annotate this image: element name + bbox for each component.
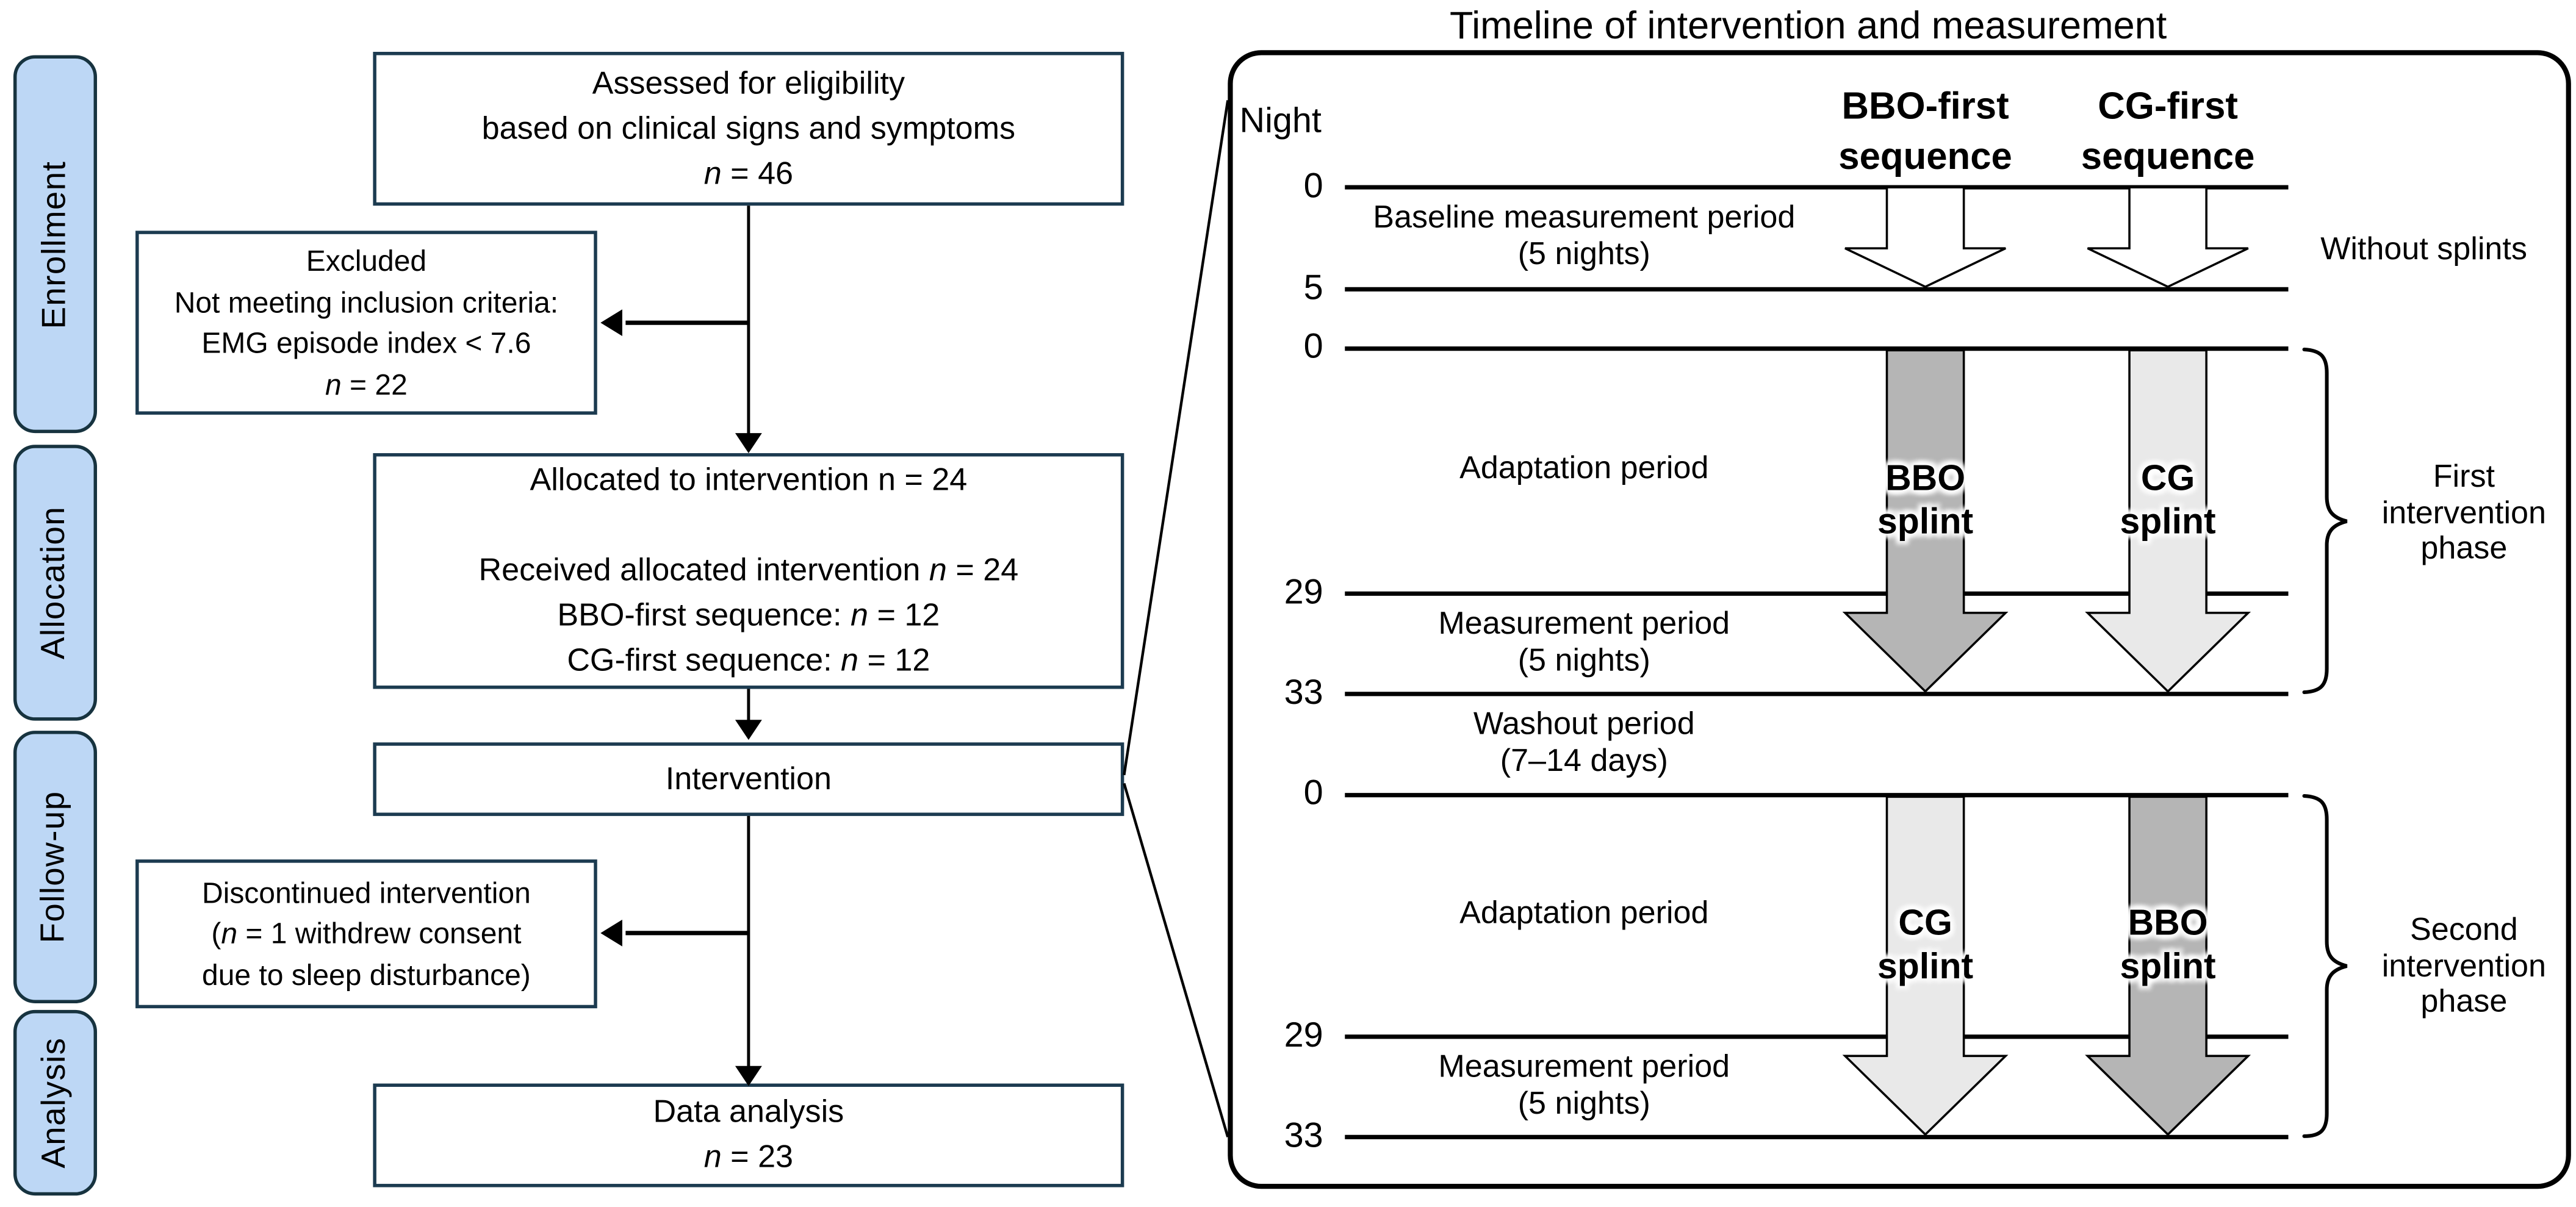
box-text-line: Excluded bbox=[306, 244, 427, 278]
night-tick: 33 bbox=[1284, 1117, 1323, 1156]
night-tick: 0 bbox=[1303, 167, 1323, 206]
box-text-line: EMG episode index < 7.6 bbox=[201, 326, 531, 360]
timeline-title: Timeline of intervention and measurement bbox=[1449, 3, 2167, 47]
annotation-line: intervention bbox=[2381, 948, 2547, 984]
flow-box-intervention: Intervention bbox=[373, 742, 1124, 816]
box-text-line: n = 46 bbox=[703, 156, 794, 192]
arrow-label-line: BBO bbox=[2128, 903, 2208, 944]
night-tick: 29 bbox=[1284, 573, 1323, 612]
box-text-line: CG-first sequence: n = 12 bbox=[567, 643, 930, 679]
period-label-line: Adaptation period bbox=[1459, 451, 1709, 487]
sidebar-tab-enrollment: Enrollment bbox=[13, 55, 98, 434]
arrow-label-bbo-splint-phase1: BBO splint bbox=[1808, 456, 2043, 543]
annotation-first-intervention-phase: First intervention phase bbox=[2330, 460, 2576, 568]
annotation-line: Second bbox=[2410, 912, 2518, 948]
flow-box-data-analysis: Data analysis n = 23 bbox=[373, 1083, 1124, 1187]
sidebar-tab-label: Analysis bbox=[35, 1037, 73, 1169]
column-header-line: BBO-first bbox=[1841, 85, 2009, 127]
period-label-line: (5 nights) bbox=[1517, 237, 1650, 273]
column-header-line: sequence bbox=[2081, 135, 2255, 177]
box-text-line: BBO-first sequence: n = 12 bbox=[557, 598, 940, 634]
flow-box-assessed: Assessed for eligibility based on clinica… bbox=[373, 51, 1124, 206]
arrow-label-line: splint bbox=[1877, 501, 1974, 542]
column-header-line: CG-first bbox=[2098, 85, 2238, 127]
sidebar-tab-follow-up: Follow-up bbox=[13, 731, 98, 1003]
callout-line-bottom bbox=[1123, 783, 1229, 1137]
timeline-panel bbox=[1228, 50, 2571, 1189]
arrowhead-left-excluded bbox=[600, 309, 622, 337]
box-text-line bbox=[376, 503, 1121, 548]
period-label-line: Adaptation period bbox=[1459, 896, 1709, 932]
period-label-line: (7–14 days) bbox=[1500, 744, 1668, 779]
night-tick: 5 bbox=[1303, 269, 1323, 308]
period-label-line: Baseline measurement period bbox=[1373, 200, 1796, 236]
period-label-measurement-1: Measurement period (5 nights) bbox=[1333, 607, 1835, 681]
arrow-label-line: splint bbox=[2120, 501, 2216, 542]
box-text-line: Assessed for eligibility bbox=[592, 66, 905, 101]
sidebar-tab-allocation: Allocation bbox=[13, 445, 98, 721]
arrow-label-line: splint bbox=[1877, 946, 1974, 987]
arrowhead-left-discontinued bbox=[600, 919, 622, 947]
arrow-label-line: CG bbox=[2140, 458, 2195, 498]
arrowhead-down-allocated bbox=[735, 433, 762, 453]
period-label-line: Measurement period bbox=[1438, 607, 1730, 642]
night-tick: 0 bbox=[1303, 774, 1323, 813]
box-text-line: based on clinical signs and symptoms bbox=[481, 111, 1016, 146]
night-axis-label: Night bbox=[1239, 102, 1322, 141]
sidebar-tab-label: Follow-up bbox=[35, 790, 73, 944]
column-header-cg-first: CG-first sequence bbox=[2026, 82, 2310, 182]
period-label-line: (5 nights) bbox=[1517, 1087, 1650, 1122]
night-tick: 33 bbox=[1284, 673, 1323, 712]
arrow-label-line: CG bbox=[1898, 903, 1952, 944]
box-text-line: n = 23 bbox=[703, 1140, 794, 1176]
period-label-line: Washout period bbox=[1473, 707, 1695, 743]
period-label-measurement-2: Measurement period (5 nights) bbox=[1333, 1050, 1835, 1124]
box-text-line: Received allocated intervention n = 24 bbox=[478, 553, 1019, 589]
arrow-label-line: splint bbox=[2120, 946, 2216, 987]
night-tick: 29 bbox=[1284, 1016, 1323, 1055]
night-tick: 0 bbox=[1303, 328, 1323, 367]
box-text-line: Not meeting inclusion criteria: bbox=[174, 285, 559, 319]
period-label-baseline: Baseline measurement period (5 nights) bbox=[1333, 201, 1835, 274]
box-text-line: Data analysis bbox=[653, 1095, 844, 1131]
flow-box-discontinued: Discontinued intervention (n = 1 withdrew… bbox=[135, 859, 597, 1009]
annotation-line: intervention bbox=[2381, 495, 2547, 531]
flow-box-allocated: Allocated to intervention n = 24 Receive… bbox=[373, 453, 1124, 689]
sidebar-tab-label: Allocation bbox=[35, 506, 73, 660]
period-label-adaptation-1: Adaptation period bbox=[1333, 451, 1835, 488]
annotation-second-intervention-phase: Second intervention phase bbox=[2330, 913, 2576, 1021]
box-text-line: Allocated to intervention n = 24 bbox=[530, 463, 968, 498]
sidebar-tab-label: Enrollment bbox=[35, 160, 73, 329]
period-label-line: Measurement period bbox=[1438, 1050, 1730, 1086]
box-text-line: n = 22 bbox=[325, 367, 408, 401]
column-header-bbo-first: BBO-first sequence bbox=[1783, 82, 2068, 182]
period-label-washout: Washout period (7–14 days) bbox=[1333, 707, 1835, 781]
arrow-label-cg-splint-phase2: CG splint bbox=[1808, 901, 2043, 989]
box-text-line: Intervention bbox=[665, 761, 832, 797]
arrow-label-cg-splint-phase1: CG splint bbox=[2051, 456, 2285, 543]
column-header-line: sequence bbox=[1838, 135, 2012, 177]
arrowhead-down-intervention bbox=[735, 720, 762, 740]
annotation-line: First bbox=[2433, 459, 2495, 495]
arrow-label-line: BBO bbox=[1885, 458, 1966, 498]
period-label-line: (5 nights) bbox=[1517, 643, 1650, 679]
box-text-line: due to sleep disturbance) bbox=[202, 958, 531, 992]
annotation-without-splints: Without splints bbox=[2320, 232, 2527, 268]
box-text-line: (n = 1 withdrew consent bbox=[211, 917, 522, 950]
annotation-line: phase bbox=[2420, 984, 2508, 1020]
sidebar-tab-analysis: Analysis bbox=[13, 1009, 98, 1196]
period-label-adaptation-2: Adaptation period bbox=[1333, 896, 1835, 933]
arrow-label-bbo-splint-phase2: BBO splint bbox=[2051, 901, 2285, 989]
box-text-line: Discontinued intervention bbox=[202, 875, 531, 909]
annotation-line: phase bbox=[2420, 531, 2508, 567]
